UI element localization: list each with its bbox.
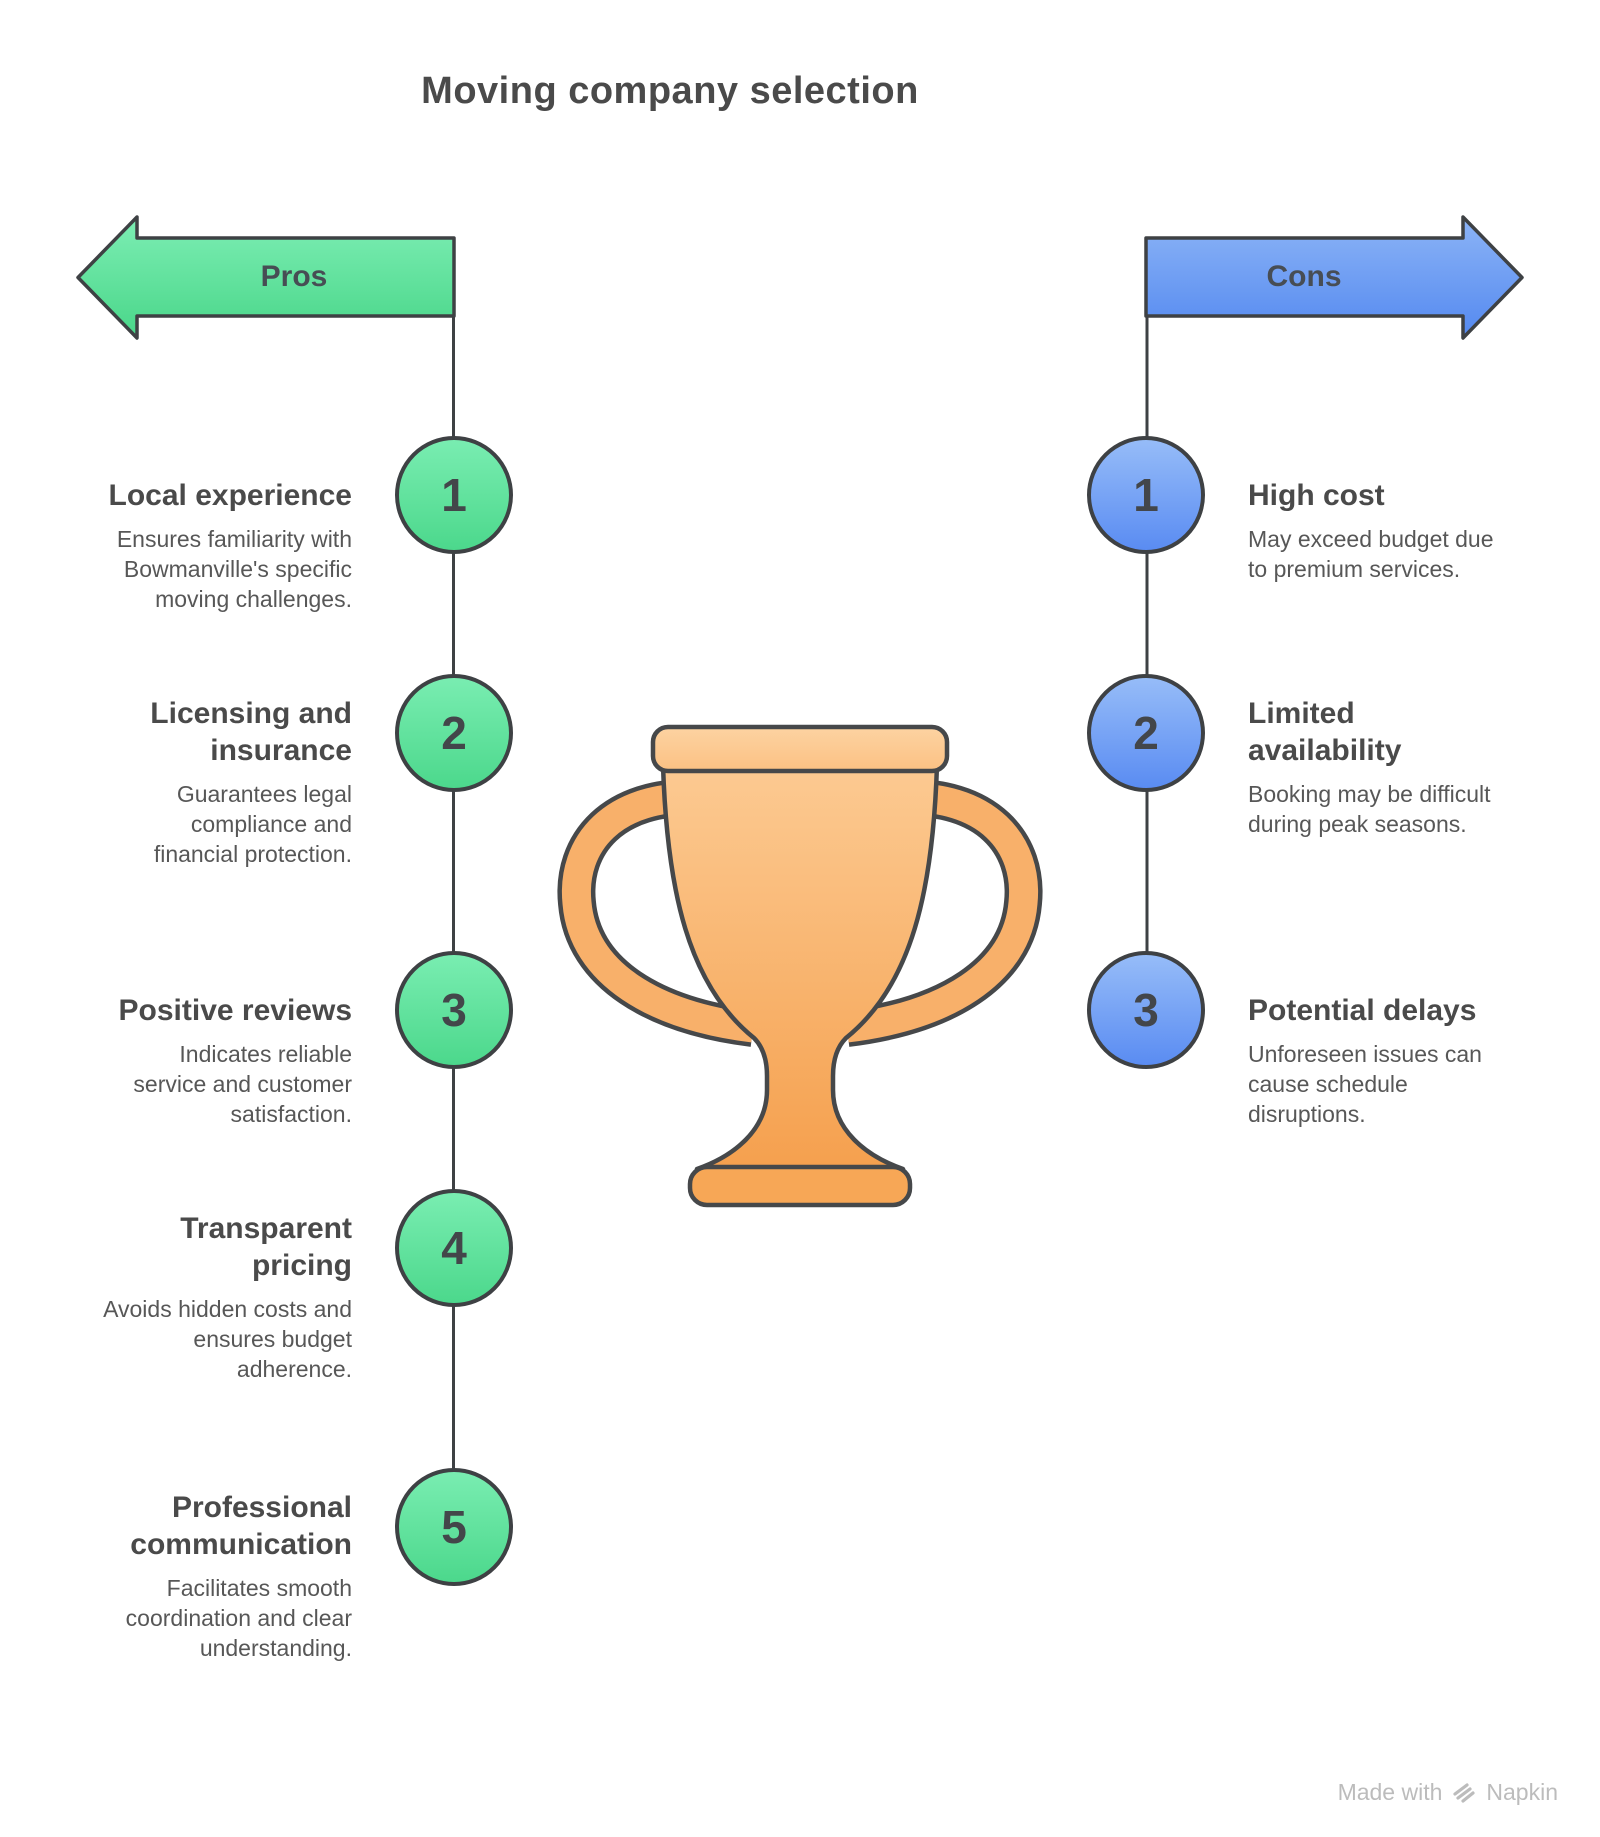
napkin-brand-text: Napkin xyxy=(1486,1778,1558,1805)
pros-arrow xyxy=(76,215,456,340)
cons-item-3-heading: Potential delays xyxy=(1248,994,1477,1027)
napkin-logo-icon xyxy=(1453,1783,1475,1803)
pros-step-badge-5: 5 xyxy=(395,1468,513,1586)
cons-item-1-description: May exceed budget due to premium service… xyxy=(1248,526,1494,582)
cons-step-badge-1: 1 xyxy=(1087,436,1205,554)
pros-item-5: Professional communication Facilitates s… xyxy=(62,1489,352,1663)
made-with-napkin-credit: Made with Napkin xyxy=(1338,1776,1558,1808)
pros-step-badge-1: 1 xyxy=(395,436,513,554)
pros-item-2: Licensing and insurance Guarantees legal… xyxy=(62,695,352,869)
cons-item-3-description: Unforeseen issues can cause schedule dis… xyxy=(1248,1041,1482,1127)
pros-item-1-description: Ensures familiarity with Bowmanville's s… xyxy=(116,526,352,612)
pros-item-2-description: Guarantees legal compliance and financia… xyxy=(153,781,352,867)
pros-item-4-heading: Transparent pricing xyxy=(180,1212,352,1282)
cons-item-3: Potential delays Unforeseen issues can c… xyxy=(1248,992,1568,1129)
cons-arrow xyxy=(1144,215,1524,340)
pros-item-1: Local experience Ensures familiarity wit… xyxy=(62,477,352,614)
pros-item-5-description: Facilitates smooth coordination and clea… xyxy=(125,1575,352,1661)
cons-item-2-description: Booking may be difficult during peak sea… xyxy=(1248,781,1491,837)
pros-item-2-heading: Licensing and insurance xyxy=(150,697,352,767)
pros-step-badge-2: 2 xyxy=(395,674,513,792)
pros-step-badge-4: 4 xyxy=(395,1189,513,1307)
page-title: Moving company selection xyxy=(421,70,919,112)
trophy-icon xyxy=(557,724,1043,1208)
cons-arrow-label: Cons xyxy=(1266,260,1342,293)
cons-item-1-heading: High cost xyxy=(1248,479,1385,512)
pros-item-3: Positive reviews Indicates reliable serv… xyxy=(62,992,352,1129)
pros-arrow-label: Pros xyxy=(260,260,328,293)
cons-item-2-heading: Limited availability xyxy=(1248,697,1402,767)
pros-item-3-description: Indicates reliable service and customer … xyxy=(133,1041,352,1127)
cons-step-badge-2: 2 xyxy=(1087,674,1205,792)
pros-step-badge-3: 3 xyxy=(395,951,513,1069)
pros-item-3-heading: Positive reviews xyxy=(118,994,352,1027)
pros-item-4: Transparent pricing Avoids hidden costs … xyxy=(62,1210,352,1384)
cons-item-1: High cost May exceed budget due to premi… xyxy=(1248,477,1568,584)
cons-item-2: Limited availability Booking may be diff… xyxy=(1248,695,1568,839)
cons-step-badge-3: 3 xyxy=(1087,951,1205,1069)
pros-item-5-heading: Professional communication xyxy=(130,1491,352,1561)
pros-item-4-description: Avoids hidden costs and ensures budget a… xyxy=(103,1296,352,1382)
made-with-text: Made with xyxy=(1337,1778,1443,1805)
pros-item-1-heading: Local experience xyxy=(108,479,352,512)
